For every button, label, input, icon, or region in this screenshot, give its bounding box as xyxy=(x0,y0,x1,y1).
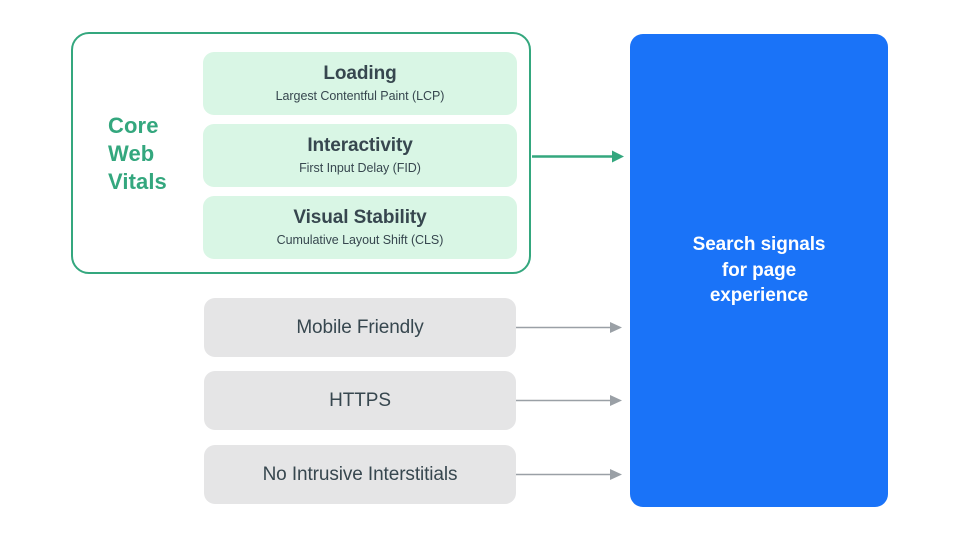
search-signals-label: Search signals for page experience xyxy=(675,232,844,309)
signal-box-label: No Intrusive Interstitials xyxy=(262,463,458,485)
metric-subtitle: Largest Contentful Paint (LCP) xyxy=(275,88,445,103)
metric-card-loading: Loading Largest Contentful Paint (LCP) xyxy=(203,52,517,115)
metric-title: Visual Stability xyxy=(293,206,427,228)
metric-card-visual-stability: Visual Stability Cumulative Layout Shift… xyxy=(203,196,517,259)
signal-box-https: HTTPS xyxy=(204,371,516,430)
arrow-no-intrusive-interstitials xyxy=(516,469,622,480)
signal-box-no-intrusive-interstitials: No Intrusive Interstitials xyxy=(204,445,516,504)
arrow-https xyxy=(516,395,622,406)
metric-subtitle: Cumulative Layout Shift (CLS) xyxy=(276,232,444,247)
search-signals-box: Search signals for page experience xyxy=(630,34,888,507)
signal-box-label: HTTPS xyxy=(329,389,391,411)
core-web-vitals-metric-stack: Loading Largest Contentful Paint (LCP) I… xyxy=(203,52,517,259)
metric-title: Loading xyxy=(323,62,397,84)
search-signals-label-line-3: experience xyxy=(709,285,809,307)
core-web-vitals-label-line-1: Core xyxy=(108,113,159,138)
search-signals-label-line-1: Search signals xyxy=(692,234,826,256)
search-signals-label-line-2: for page xyxy=(721,259,797,281)
signal-box-label: Mobile Friendly xyxy=(296,316,424,338)
signal-box-mobile-friendly: Mobile Friendly xyxy=(204,298,516,357)
core-web-vitals-group: Core Web Vitals Loading Largest Contentf… xyxy=(71,32,531,274)
metric-title: Interactivity xyxy=(307,134,413,156)
core-web-vitals-label-line-2: Web xyxy=(108,141,155,167)
arrow-mobile-friendly xyxy=(516,322,622,333)
core-web-vitals-label: Core Web Vitals xyxy=(108,112,208,196)
core-web-vitals-label-line-3: Vitals xyxy=(108,169,167,195)
metric-card-interactivity: Interactivity First Input Delay (FID) xyxy=(203,124,517,187)
metric-subtitle: First Input Delay (FID) xyxy=(299,160,421,175)
arrow-core-web-vitals xyxy=(532,150,624,163)
